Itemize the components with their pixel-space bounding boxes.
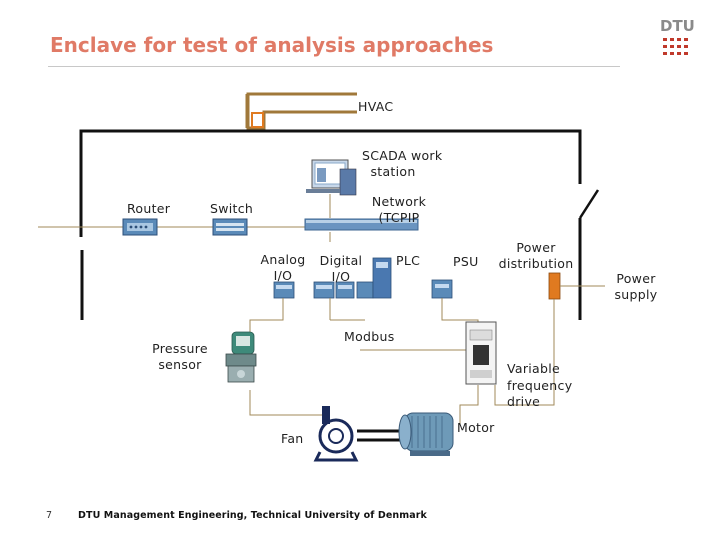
- hvac-damper: [251, 112, 264, 128]
- network-label-line1: Network: [371, 194, 427, 209]
- network-wires: [38, 194, 331, 242]
- slide-title: Enclave for test of analysis approaches: [50, 33, 494, 57]
- vfd-icon: [465, 321, 497, 385]
- power-distribution-label-line1: Power: [516, 240, 556, 255]
- dtu-logo-bars: [663, 38, 688, 55]
- scada-label-line1: SCADA work: [362, 148, 443, 163]
- psu-icon: [431, 279, 453, 299]
- dtu-logo-text: DTU: [660, 17, 695, 35]
- enclosure-wall: [79, 129, 582, 320]
- router-label: Router: [127, 201, 171, 216]
- network-label-line2: (TCPIP: [378, 210, 420, 225]
- scada-workstation-icon: [306, 159, 357, 196]
- digital-io-label-line2: I/O: [331, 269, 351, 284]
- power-supply-label-line1: Power: [616, 271, 656, 286]
- plc-label: PLC: [396, 253, 421, 268]
- vfd-label-line2: frequency: [507, 378, 573, 393]
- power-distribution-icon: [548, 272, 561, 308]
- pressure-sensor-icon: [225, 331, 257, 383]
- pressure-sensor-label-line2: sensor: [158, 357, 202, 372]
- power-distribution-label-line2: distribution: [498, 256, 574, 271]
- field-wires: [249, 298, 555, 425]
- enclosure-door: [578, 189, 600, 219]
- motor-label: Motor: [457, 420, 495, 435]
- router-icon: [122, 218, 158, 236]
- psu-label: PSU: [453, 254, 479, 269]
- analog-io-label-line1: Analog: [260, 252, 306, 267]
- motor-icon: [398, 412, 454, 456]
- footer-text: DTU Management Engineering, Technical Un…: [78, 510, 427, 521]
- fan-label: Fan: [281, 431, 304, 446]
- analog-io-label-line2: I/O: [273, 268, 293, 283]
- pressure-sensor-label-line1: Pressure: [152, 341, 208, 356]
- hvac-label: HVAC: [358, 99, 394, 114]
- shaft-coupling: [357, 429, 400, 442]
- fan-icon: [313, 406, 359, 462]
- network-bar-icon: [304, 218, 419, 231]
- plc-icon: [372, 257, 392, 299]
- title-divider: [48, 66, 620, 67]
- power-supply-label-line2: supply: [614, 287, 658, 302]
- modbus-label: Modbus: [344, 329, 395, 344]
- switch-label: Switch: [210, 201, 254, 216]
- vfd-label-line1: Variable: [507, 361, 561, 376]
- dtu-logo: DTU: [660, 17, 695, 62]
- switch-icon: [212, 218, 248, 236]
- page-number: 7: [46, 510, 53, 521]
- scada-label-line2: station: [370, 164, 416, 179]
- vfd-label-line3: drive: [507, 394, 541, 409]
- digital-io-label-line1: Digital: [319, 253, 363, 268]
